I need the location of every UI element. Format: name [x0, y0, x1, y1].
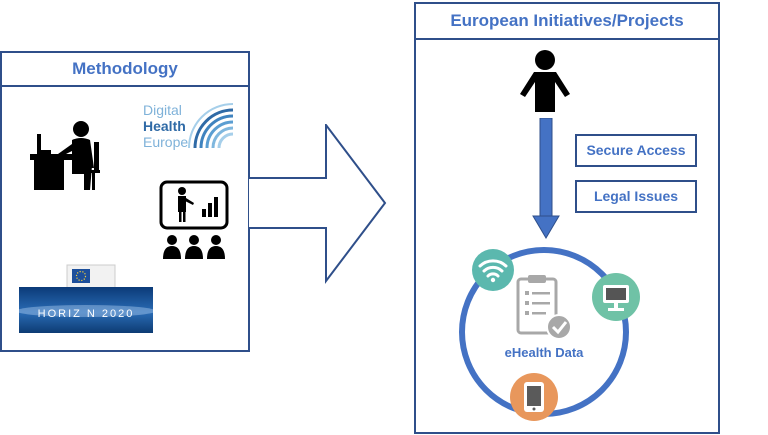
signal-waves-icon — [188, 103, 234, 149]
digital-health-europe-logo: Digital Health Europe — [143, 102, 245, 154]
person-icon — [520, 50, 570, 112]
person-at-desk-icon — [30, 121, 100, 190]
dhe-logo-line2: Health — [143, 118, 186, 134]
monitor-icon — [592, 273, 640, 321]
horizon-banner-icon — [19, 264, 153, 333]
tablet-icon — [510, 373, 558, 421]
flow-arrow — [249, 124, 387, 284]
european-projects-title: European Initiatives/Projects — [416, 4, 718, 40]
horizon-2020-logo: HORIZ N 2020 — [19, 263, 153, 333]
clipboard-check-icon — [516, 275, 572, 340]
methodology-title: Methodology — [2, 53, 248, 87]
dhe-logo-line1: Digital — [143, 102, 182, 118]
dhe-logo-line3: Europe — [143, 134, 189, 150]
wifi-icon — [472, 249, 514, 291]
secure-access-box: Secure Access — [575, 134, 697, 167]
down-arrow — [532, 118, 560, 239]
horizon-logo-text: HORIZ N 2020 — [37, 308, 135, 320]
presentation-audience-icon — [159, 180, 229, 259]
ehealth-data-label: eHealth Data — [504, 345, 584, 360]
legal-issues-box: Legal Issues — [575, 180, 697, 213]
